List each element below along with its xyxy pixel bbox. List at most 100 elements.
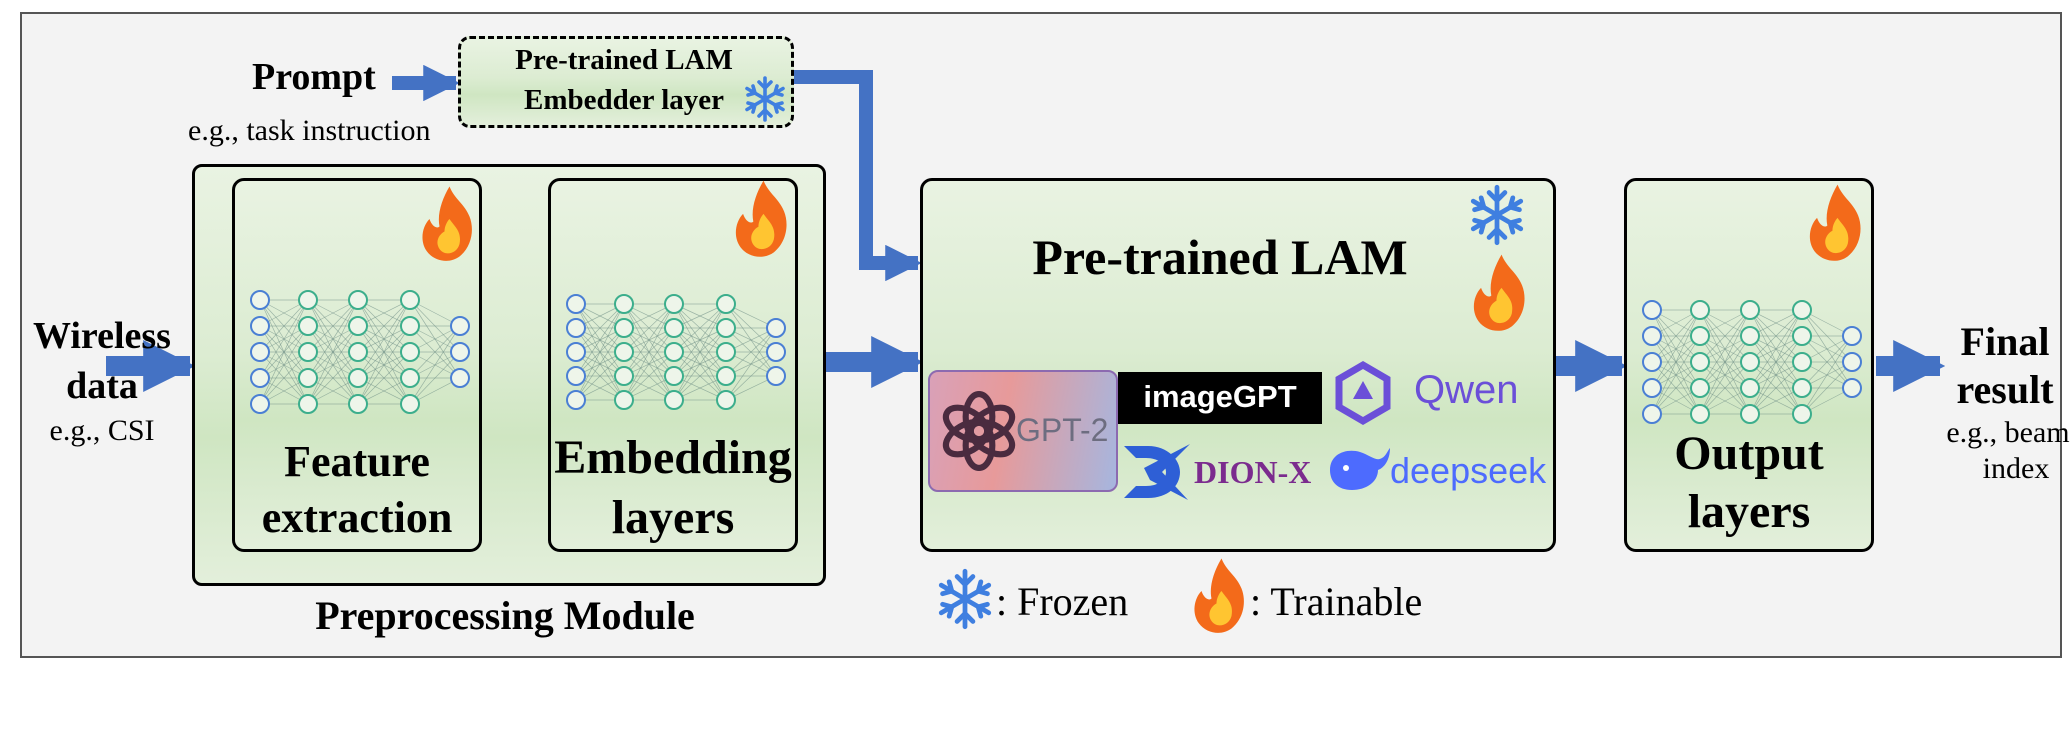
network-node — [298, 290, 318, 310]
network-edge — [673, 303, 727, 377]
embedder-title-line2: Embedder layer — [523, 84, 725, 116]
qwen-label: Qwen — [1414, 368, 1519, 412]
network-edge — [623, 303, 675, 377]
result-example-line1: e.g., beam — [1946, 416, 2070, 449]
embedder-title-line1: Pre-trained LAM — [515, 44, 733, 76]
network-edge — [1651, 361, 1701, 415]
network-node — [348, 316, 368, 336]
network-edge — [725, 327, 777, 401]
network-node — [716, 342, 736, 362]
deepseek-logo: deepseek — [1326, 440, 1554, 500]
network-node — [250, 394, 270, 414]
network-node — [348, 394, 368, 414]
network-edge — [1651, 335, 1701, 415]
network-edge — [1749, 309, 1803, 415]
fire-icon — [422, 186, 472, 261]
network-edge — [1699, 335, 1751, 415]
network-edge — [307, 351, 359, 405]
network-node — [348, 290, 368, 310]
network-edge — [673, 303, 727, 353]
dionx-label: DION-X — [1194, 454, 1312, 490]
network-node — [1842, 352, 1862, 372]
network-edge — [1801, 361, 1853, 415]
network-node — [450, 342, 470, 362]
dionx-icon — [1124, 444, 1190, 500]
network-edge — [575, 303, 625, 353]
network-node — [614, 342, 634, 362]
network-node — [1642, 326, 1662, 346]
network-edge — [1749, 309, 1803, 389]
fire-icon — [1473, 254, 1525, 331]
imagegpt-logo: imageGPT — [1118, 372, 1322, 424]
prompt-example: e.g., task instruction — [188, 114, 431, 147]
network-edge — [409, 325, 461, 405]
network-edge — [1749, 335, 1803, 415]
network-node — [1740, 326, 1760, 346]
network-node — [348, 368, 368, 388]
fire-icon — [735, 180, 787, 257]
network-node — [1690, 404, 1710, 424]
network-edge — [357, 299, 411, 353]
network-node — [614, 318, 634, 338]
network-node — [250, 368, 270, 388]
network-edge — [575, 303, 625, 401]
network-node — [566, 318, 586, 338]
network-edge — [623, 351, 675, 401]
network-edge — [1651, 309, 1701, 363]
lam-title: Pre-trained LAM — [1032, 229, 1408, 285]
network-node — [1792, 326, 1812, 346]
output-label-line1: Output — [1674, 427, 1824, 480]
network-edge — [673, 351, 727, 401]
input-label-line1: Wireless — [33, 315, 171, 357]
network-node — [1642, 300, 1662, 320]
network-node — [566, 390, 586, 410]
network-node — [614, 366, 634, 386]
feature-extraction-box — [232, 178, 482, 552]
network-node — [1690, 378, 1710, 398]
network-edge — [409, 325, 461, 379]
network-edge — [1651, 309, 1701, 415]
network-edge — [725, 351, 777, 401]
snowflake-icon — [745, 76, 785, 122]
snowflake-icon — [938, 568, 992, 630]
network-node — [1642, 378, 1662, 398]
result-label-line1: Final — [1960, 319, 2050, 364]
network-edge — [1749, 361, 1803, 415]
network-edge — [409, 351, 461, 405]
feature-label-line1: Feature — [284, 437, 430, 486]
network-node — [400, 290, 420, 310]
network-node — [348, 342, 368, 362]
network-edge — [259, 351, 309, 405]
network-node — [1792, 300, 1812, 320]
network-node — [1740, 378, 1760, 398]
legend-frozen-label: : Frozen — [996, 579, 1129, 624]
network-edge — [357, 299, 411, 379]
network-edge — [1801, 335, 1853, 389]
network-node — [716, 390, 736, 410]
network-edge — [1699, 309, 1751, 389]
network-edge — [623, 303, 675, 353]
gpt2-label: GPT-2 — [1016, 412, 1109, 448]
deepseek-whale-icon — [1330, 448, 1390, 490]
network-edge — [307, 299, 359, 405]
input-example: e.g., CSI — [49, 414, 155, 447]
network-node — [400, 342, 420, 362]
network-node — [664, 342, 684, 362]
network-node — [1740, 300, 1760, 320]
network-edge — [673, 303, 727, 401]
dionx-logo: DION-X — [1122, 440, 1322, 504]
network-node — [298, 394, 318, 414]
network-node — [766, 342, 786, 362]
prompt-label: Prompt — [252, 56, 376, 98]
embedding-label-line1: Embedding — [554, 431, 792, 484]
qwen-logo: Qwen — [1330, 358, 1550, 428]
network-edge — [575, 327, 625, 401]
legend-trainable-label: : Trainable — [1250, 579, 1423, 624]
network-node — [1740, 352, 1760, 372]
network-node — [664, 366, 684, 386]
fire-icon — [1809, 184, 1861, 261]
network-node — [250, 342, 270, 362]
network-node — [298, 368, 318, 388]
network-node — [664, 390, 684, 410]
network-node — [250, 290, 270, 310]
